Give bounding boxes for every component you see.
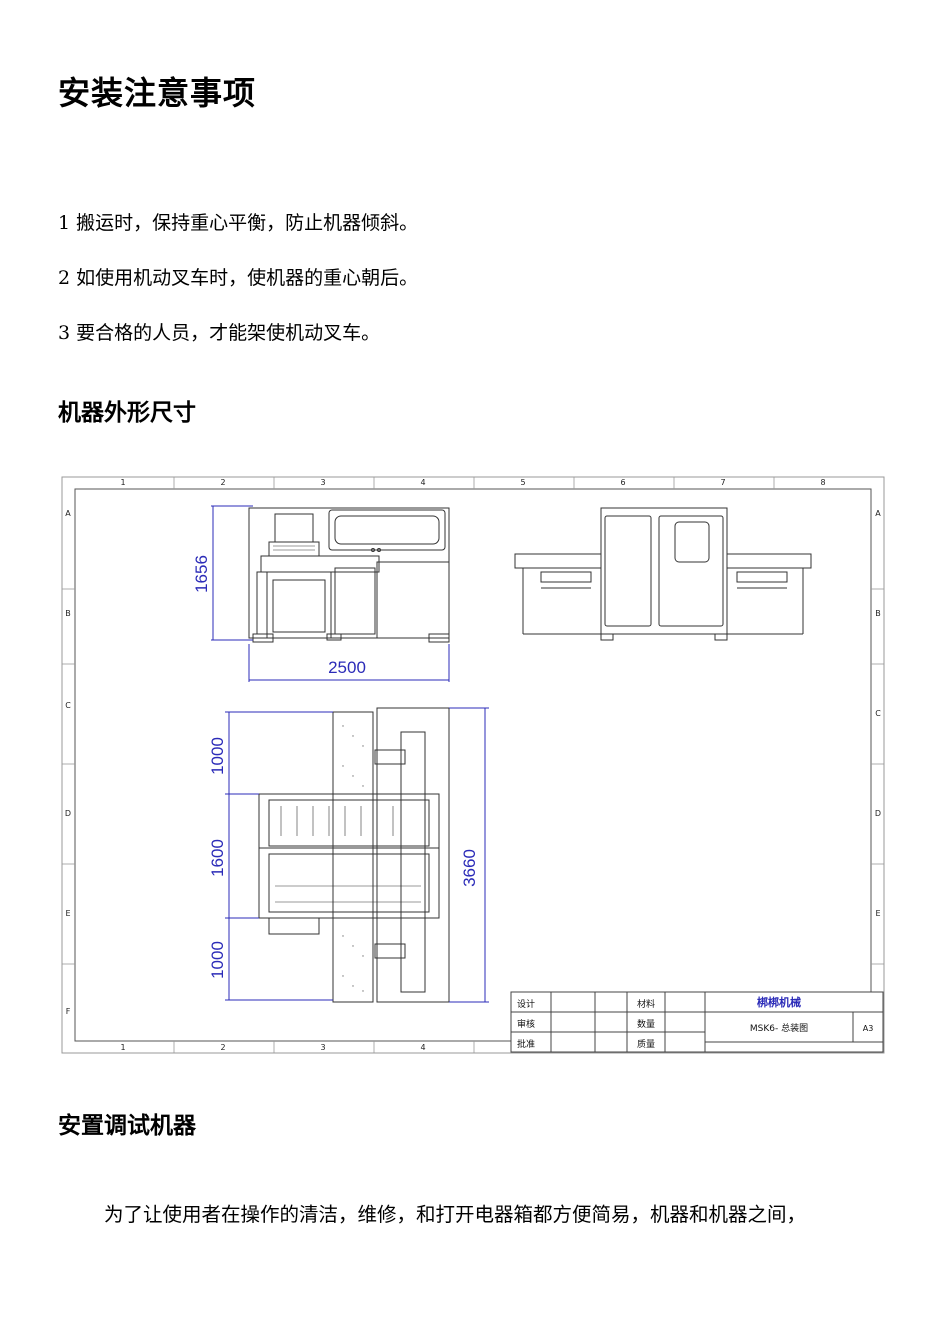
tb-sheet-size: A3 <box>863 1024 874 1033</box>
zone-label-row: E <box>875 909 880 918</box>
dimension-top: 1000 <box>208 737 227 775</box>
zone-label-col: 1 <box>120 1043 125 1052</box>
zone-label-col: 4 <box>420 478 425 487</box>
tb-review-label: 审核 <box>517 1018 535 1030</box>
zone-label-row: C <box>875 709 881 718</box>
top-view <box>258 707 450 1003</box>
front-view <box>248 507 450 643</box>
zone-label-row: D <box>65 809 71 818</box>
tb-approve-label: 批准 <box>517 1038 535 1050</box>
list-item: 3 要合格的人员，才能架使机动叉车。 <box>58 322 381 344</box>
tb-material-label: 材料 <box>637 998 655 1010</box>
tb-drawing-name: MSK6- 总装图 <box>750 1022 808 1034</box>
zone-label-col: 7 <box>720 478 725 487</box>
side-view <box>514 507 812 641</box>
zone-label-row: F <box>66 1007 71 1016</box>
dimension-middle: 1600 <box>208 839 227 877</box>
engineering-drawing: 1 2 3 4 5 6 7 8 1 2 3 4 A B C D E F A B … <box>61 476 885 1054</box>
list-item: 2 如使用机动叉车时，使机器的重心朝后。 <box>58 267 419 289</box>
tb-quantity-label: 数量 <box>637 1018 655 1030</box>
dimension-total: 3660 <box>460 849 479 887</box>
setup-paragraph: 为了让使用者在操作的清洁，维修，和打开电器箱都方便简易，机器和机器之间， <box>104 1203 807 1226</box>
drawing-inner-border <box>74 488 872 1042</box>
title-block <box>510 991 884 1053</box>
dimension-bottom: 1000 <box>208 941 227 979</box>
tb-weight-label: 质量 <box>637 1038 655 1050</box>
zone-label-row: A <box>875 509 881 518</box>
drawing-border <box>61 476 885 1054</box>
tb-company: 梆梆机械 <box>757 995 801 1009</box>
section-heading-setup: 安置调试机器 <box>58 1113 196 1139</box>
dimension-width: 2500 <box>328 658 366 677</box>
dimension-height: 1656 <box>192 555 211 593</box>
page-title: 安装注意事项 <box>58 74 257 112</box>
zone-label-col: 1 <box>120 478 125 487</box>
zone-label-row: A <box>65 509 71 518</box>
zone-label-row: B <box>65 609 71 618</box>
zone-label-col: 5 <box>520 478 525 487</box>
zone-label-row: C <box>65 701 71 710</box>
zone-label-row: E <box>65 909 70 918</box>
zone-label-col: 4 <box>420 1043 425 1052</box>
zone-label-col: 6 <box>620 478 625 487</box>
zone-label-col: 2 <box>220 1043 225 1052</box>
zone-label-col: 3 <box>320 1043 325 1052</box>
zone-label-col: 3 <box>320 478 325 487</box>
zone-label-col: 8 <box>820 478 825 487</box>
section-heading-dimensions: 机器外形尺寸 <box>58 400 196 426</box>
tb-design-label: 设计 <box>517 998 535 1010</box>
zone-label-row: D <box>875 809 881 818</box>
list-item: 1 搬运时，保持重心平衡，防止机器倾斜。 <box>58 212 419 234</box>
zone-label-row: B <box>875 609 881 618</box>
zone-label-col: 2 <box>220 478 225 487</box>
